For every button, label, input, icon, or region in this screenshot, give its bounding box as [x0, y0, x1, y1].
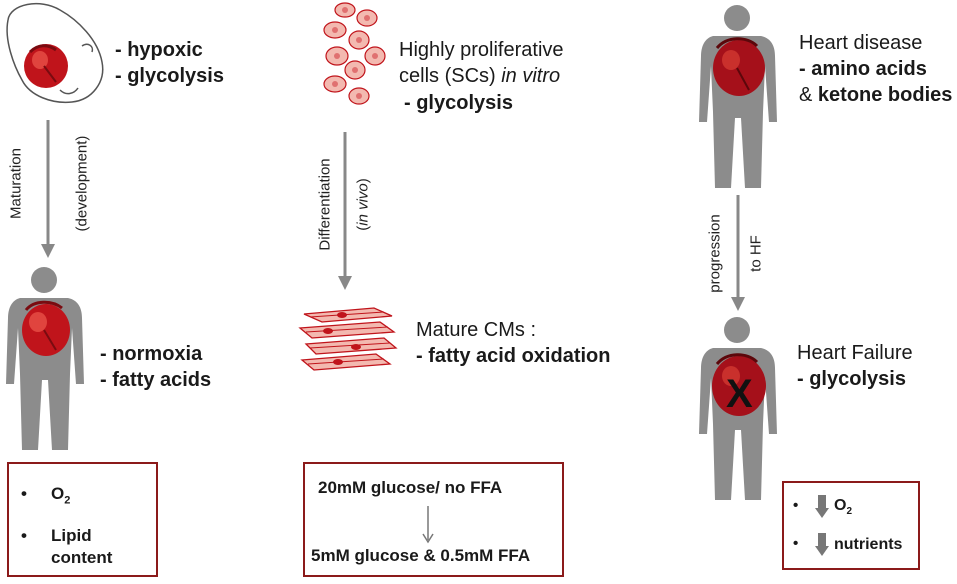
oxygen-decrease-item: O2: [834, 497, 853, 518]
bullet: •: [793, 535, 799, 552]
differentiation-label: Differentiation: [316, 158, 334, 251]
in-vivo-label: (in vivo): [354, 178, 372, 231]
lipid-item-line2: content: [51, 548, 113, 567]
bullet: •: [21, 484, 27, 503]
failure-x-mark: X: [726, 372, 753, 416]
adult-metabolism-normoxia: - normoxia: [100, 343, 203, 365]
nutrients-decrease-item: nutrients: [834, 536, 903, 553]
oxygen-item: O2: [51, 484, 71, 507]
heart-failure-title: Heart Failure: [797, 342, 913, 364]
stem-cells-title: Highly proliferative: [399, 39, 564, 61]
heart-disease-ketone-bodies: & ketone bodies: [799, 84, 953, 106]
adult-metabolism-fatty-acids: - fatty acids: [100, 369, 212, 391]
diseased-heart-icon: [713, 37, 765, 96]
mature-cardiomyocytes-illustration: [298, 307, 398, 371]
stem-cells-illustration: [323, 2, 386, 105]
heart-failure-figure: [699, 317, 777, 500]
stem-cells-subtitle: cells (SCs) in vitro: [399, 65, 561, 87]
mature-cm-fatty-acid-oxidation: - fatty acid oxidation: [416, 345, 611, 367]
culture-condition-final: 5mM glucose & 0.5mM FFA: [311, 546, 531, 565]
progression-label: progression: [706, 214, 724, 293]
decrease-arrow-icon: [815, 495, 829, 518]
culture-conditions-box: 20mM glucose/ no FFA 5mM glucose & 0.5mM…: [303, 462, 564, 577]
to-hf-label: to HF: [747, 235, 765, 272]
adult-heart-icon: [22, 300, 70, 356]
maturation-label: Maturation: [7, 148, 25, 219]
heart-failure-conditions-box: • O2 • nutrients: [782, 481, 920, 570]
heart-disease-figure: [699, 5, 777, 188]
adult-human-figure: [6, 267, 84, 450]
fetal-heart-icon: [24, 44, 68, 88]
development-label: (development): [73, 135, 91, 232]
maturation-arrow: [41, 120, 55, 258]
progression-arrow: [731, 195, 745, 311]
culture-change-arrow: [422, 506, 434, 544]
culture-condition-initial: 20mM glucose/ no FFA: [318, 478, 503, 497]
stem-cells-glycolysis: - glycolysis: [404, 92, 513, 114]
decrease-arrow-icon: [815, 533, 829, 556]
fetal-metabolism-hypoxic: - hypoxic: [115, 39, 203, 61]
lipid-item-line1: Lipid: [51, 526, 92, 545]
bullet: •: [21, 526, 27, 545]
heart-disease-title: Heart disease: [799, 32, 923, 54]
fetus-illustration: [6, 2, 104, 104]
adult-conditions-box: • O2 • Lipid content: [7, 462, 158, 577]
differentiation-arrow: [338, 132, 352, 290]
bullet: •: [793, 497, 799, 514]
heart-disease-amino-acids: - amino acids: [799, 58, 927, 80]
heart-failure-glycolysis: - glycolysis: [797, 368, 906, 390]
mature-cm-title: Mature CMs :: [416, 319, 537, 341]
fetal-metabolism-glycolysis: - glycolysis: [115, 65, 224, 87]
failing-heart-icon: [712, 353, 766, 416]
